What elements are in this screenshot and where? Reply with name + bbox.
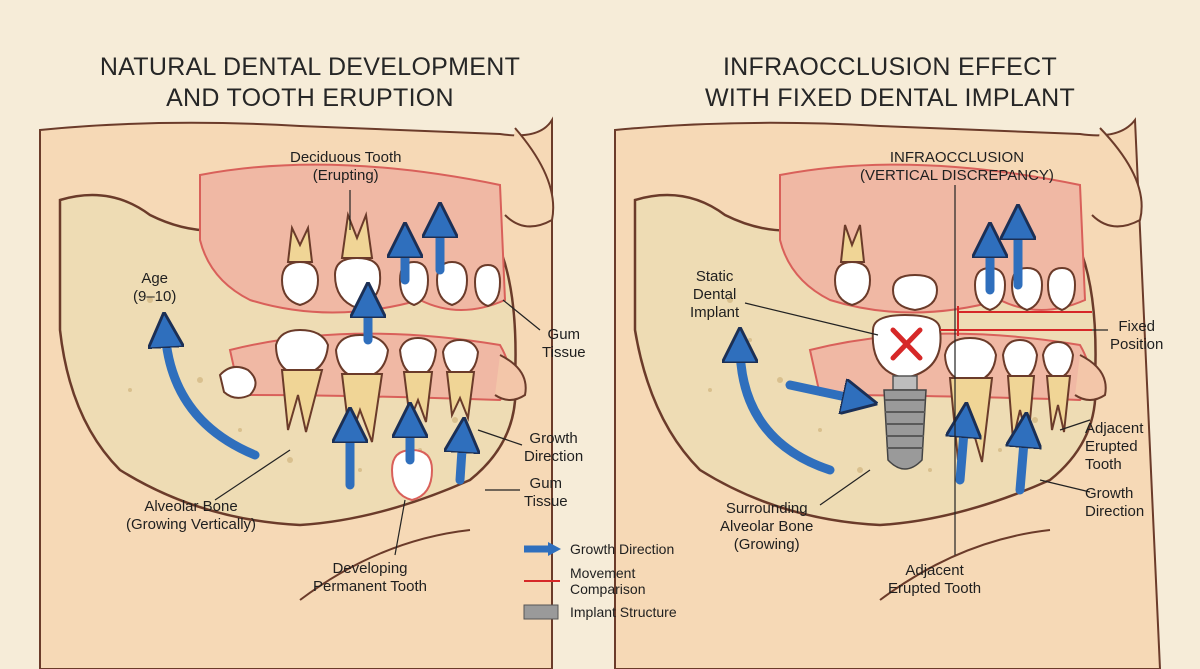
label-alveolar-bone: Alveolar Bone (Growing Vertically) <box>126 498 256 534</box>
left-title-line-2: AND TOOTH ERUPTION <box>166 84 454 112</box>
label-age-line-2: (9–10) <box>133 288 177 305</box>
right-title-line-1: INFRAOCCLUSION EFFECT <box>722 53 1058 81</box>
label-deciduous-tooth: Deciduous Tooth (Erupting) <box>290 149 401 185</box>
label-gum-upper-line-1: Gum <box>547 326 581 343</box>
label-fixed-position: Fixed Position <box>1110 318 1163 354</box>
label-growth-left-line-1: Growth <box>529 430 578 447</box>
label-growth-left-line-2: Direction <box>524 448 584 465</box>
label-gum-lower-line-2: Tissue <box>524 493 568 510</box>
legend-red-line-icon <box>524 580 560 582</box>
label-infraocclusion: INFRAOCCLUSION (VERTICAL DISCREPANCY) <box>860 149 1054 185</box>
label-gum-lower-line-1: Gum <box>529 475 563 492</box>
right-title-line-2: WITH FIXED DENTAL IMPLANT <box>704 84 1076 112</box>
label-adjacent-upper-line-2: Erupted <box>1085 438 1138 455</box>
label-surrounding-line-3: (Growing) <box>733 536 800 553</box>
legend-movement-line-1: Movement <box>570 565 636 581</box>
left-leader-lines <box>214 190 541 556</box>
label-infraocclusion-line-1: INFRAOCCLUSION <box>889 149 1025 166</box>
right-lip <box>1074 354 1107 401</box>
implant-screw <box>883 389 927 470</box>
left-lower-teeth <box>218 328 480 399</box>
legend-growth-label: Growth Direction <box>570 541 675 557</box>
label-static-line-1: Static <box>695 268 734 285</box>
legend-implant-label: Implant Structure <box>570 604 677 620</box>
label-deciduous-line-1: Deciduous Tooth <box>290 149 402 166</box>
label-fixed-line-1: Fixed <box>1118 318 1156 335</box>
right-upper-roots <box>839 224 866 263</box>
label-developing-line-2: Permanent Tooth <box>313 578 427 595</box>
label-age: Age (9–10) <box>133 270 176 306</box>
implant-abutment <box>892 375 918 391</box>
left-panel <box>39 116 555 669</box>
left-neck-line <box>299 529 471 601</box>
label-deciduous-line-2: (Erupting) <box>312 167 379 184</box>
label-static-line-3: Implant <box>690 304 740 321</box>
right-lower-teeth <box>943 336 1075 385</box>
left-panel-title: NATURAL DENTAL DEVELOPMENT AND TOOTH ERU… <box>30 52 590 114</box>
right-lower-arrow-2 <box>1020 430 1025 495</box>
left-growth-arrows <box>165 220 463 490</box>
label-surrounding-line-2: Alveolar Bone <box>720 518 814 535</box>
right-leader-lines <box>744 185 1108 555</box>
label-fixed-line-2: Position <box>1110 336 1164 353</box>
label-adjacent-erupted-tooth-lower: Adjacent Erupted Tooth <box>888 562 981 598</box>
right-nose <box>1091 127 1143 228</box>
legend-blue-arrow-icon <box>524 542 561 556</box>
left-lower-arrow-3 <box>460 435 463 485</box>
left-lip <box>494 354 527 401</box>
label-growth-right-line-1: Growth <box>1085 485 1134 502</box>
label-static-dental-implant: Static Dental Implant <box>690 268 739 322</box>
label-alveolar-line-2: (Growing Vertically) <box>126 516 257 533</box>
label-adjacent-erupted-tooth-upper: Adjacent Erupted Tooth <box>1085 420 1143 474</box>
legend-movement-label: Movement Comparison <box>570 565 645 597</box>
right-neck-line <box>879 529 1051 601</box>
label-gum-tissue-lower: Gum Tissue <box>524 475 568 511</box>
right-growth-arrow-horizontal <box>785 385 860 400</box>
label-adjacent-upper-line-1: Adjacent <box>1085 420 1144 437</box>
label-static-line-2: Dental <box>692 286 737 303</box>
label-developing-line-1: Developing <box>332 560 408 577</box>
label-age-line-1: Age <box>141 270 169 287</box>
label-growth-direction-left: Growth Direction <box>524 430 583 466</box>
left-title-line-1: NATURAL DENTAL DEVELOPMENT <box>99 53 521 81</box>
legend-growth-direction: Growth Direction <box>522 541 674 557</box>
label-alveolar-line-1: Alveolar Bone <box>144 498 238 515</box>
legend-gray-block-icon <box>523 604 559 620</box>
label-gum-tissue-upper: Gum Tissue <box>542 326 586 362</box>
label-growth-right-line-2: Direction <box>1085 503 1145 520</box>
legend-movement-line-2: Comparison <box>570 581 646 597</box>
static-dental-implant <box>871 313 942 470</box>
label-adjacent-lower-line-1: Adjacent <box>905 562 964 579</box>
label-surrounding-alveolar-bone: Surrounding Alveolar Bone (Growing) <box>720 500 813 554</box>
right-panel <box>614 117 1162 669</box>
legend-movement-comparison: Movement Comparison <box>522 565 645 597</box>
label-infraocclusion-line-2: (VERTICAL DISCREPANCY) <box>860 167 1054 184</box>
legend-implant-structure: Implant Structure <box>522 604 677 620</box>
left-developing-permanent-tooth <box>390 448 434 502</box>
label-developing-permanent-tooth: Developing Permanent Tooth <box>313 560 427 596</box>
right-growth-arrows <box>740 222 1025 495</box>
right-panel-title: INFRAOCCLUSION EFFECT WITH FIXED DENTAL … <box>610 52 1170 114</box>
left-nose <box>504 127 555 228</box>
label-gum-upper-line-2: Tissue <box>542 344 586 361</box>
right-lower-arrow-1 <box>960 420 965 485</box>
label-adjacent-lower-line-2: Erupted Tooth <box>888 580 982 597</box>
label-adjacent-upper-line-3: Tooth <box>1085 456 1122 473</box>
implant-threads <box>885 399 925 449</box>
red-x-marker <box>890 327 923 361</box>
label-surrounding-line-1: Surrounding <box>725 500 808 517</box>
left-age-growth-arrow <box>165 330 260 460</box>
label-growth-direction-right: Growth Direction <box>1085 485 1144 521</box>
right-growth-arrow-curved <box>740 345 835 475</box>
right-movement-comparison <box>940 306 1092 336</box>
